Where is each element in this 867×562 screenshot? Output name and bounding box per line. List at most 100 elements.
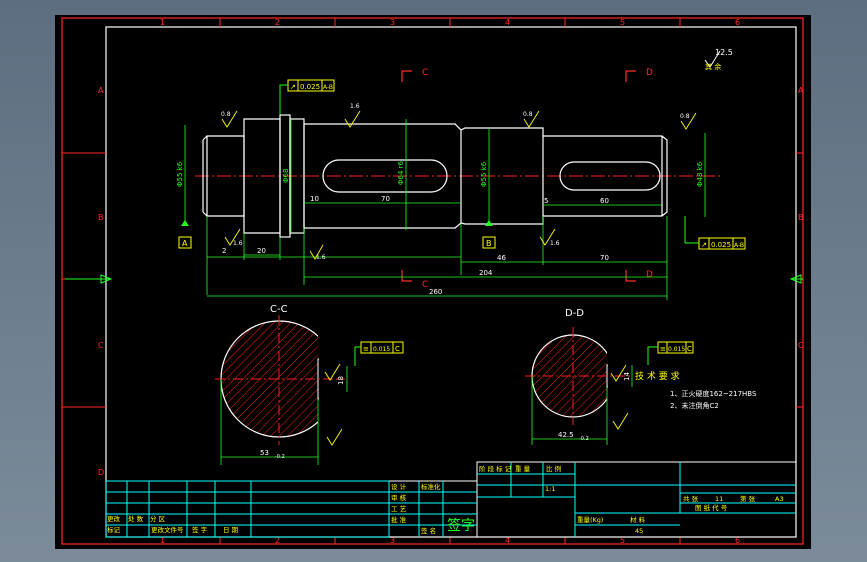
dim-key2-offset: 5 <box>544 197 548 205</box>
cut-c-bottom: C <box>422 280 428 290</box>
rough-7: 1.6 <box>550 240 560 247</box>
tb-left-2: 处 数 <box>128 514 144 523</box>
row-label-b: B <box>98 213 104 222</box>
rough-2: 1.6 <box>350 103 360 110</box>
dim-key1-offset: 10 <box>310 195 319 203</box>
dim-key2-len: 60 <box>600 197 609 205</box>
tb-left-0: 更改 <box>107 514 121 523</box>
col-label-4: 4 <box>505 18 510 27</box>
section-cc-title: C-C <box>270 304 288 315</box>
tb-drawing-name: 图 纸 代 号 <box>695 503 728 512</box>
row-label-a2: A <box>798 86 804 95</box>
col-label-3: 3 <box>390 18 395 27</box>
tb-material-label: 材 料 <box>630 515 646 524</box>
tb-left-3: 分 区 <box>150 514 166 523</box>
tb-left-4: 更改文件号 <box>151 525 184 534</box>
cut-d-top: D <box>646 68 653 78</box>
rough-5: 1.6 <box>233 240 243 247</box>
col-label-5b: 5 <box>620 536 625 545</box>
sym-cc-value: 0.015 <box>373 346 390 353</box>
tb-process-0: 阶 段 标 记 <box>479 464 512 473</box>
dim-cc-depth: 53 <box>260 449 269 457</box>
tb-mid-1: 审 核 <box>391 493 407 502</box>
rough-3: 0.8 <box>523 111 533 118</box>
requirement-1: 1、正火硬度162~217HBS <box>670 389 757 398</box>
dim-dd-tol: -0.2 <box>579 436 589 442</box>
section-cc: 53 -0.2 18 ≡ 0.015 C <box>215 315 404 465</box>
dim-chamfer: 2 <box>222 247 226 255</box>
col-label-2: 2 <box>275 18 280 27</box>
sym-dd-datum: C <box>687 345 692 353</box>
rough-4: 0.8 <box>680 113 690 120</box>
dim-d-mid: Φ64 r6 <box>397 160 405 185</box>
tb-mid-3: 批 准 <box>391 515 407 524</box>
row-label-a: A <box>98 86 104 95</box>
row-label-d: D <box>98 468 104 477</box>
tb-mid-2: 工 艺 <box>391 505 407 513</box>
requirement-2: 2、未注倒角C2 <box>670 401 719 410</box>
runout-right-datum: A-B <box>734 242 744 249</box>
datum-b: B <box>486 239 492 248</box>
tb-process-2: 比 例 <box>546 464 561 473</box>
dim-dd-depth: 42.5 <box>558 431 574 439</box>
gdt-runout-top: ↗ 0.025 A-B <box>279 79 335 115</box>
dim-70: 70 <box>600 254 609 262</box>
technical-requirements: 技 术 要 求 1、正火硬度162~217HBS 2、未注倒角C2 <box>635 370 757 410</box>
gdt-runout-right: ↗ 0.025 A-B <box>684 216 746 250</box>
roughness-general-value: 12.5 <box>715 48 733 57</box>
col-label-4b: 4 <box>505 536 510 545</box>
tb-sheet-1: 11 <box>715 495 723 503</box>
tb-left-date: 日 期 <box>223 526 239 534</box>
drawing-canvas: 1 2 3 4 5 6 1 2 3 4 5 6 A B C D A B C 12… <box>61 17 804 545</box>
sym-cc-symbol: ≡ <box>363 345 369 353</box>
roughness-general-note: 其 余 <box>705 62 721 71</box>
section-dd-title: D-D <box>565 308 584 319</box>
datum-markers: A B <box>178 220 496 249</box>
drawing-sheet: 1 2 3 4 5 6 1 2 3 4 5 6 A B C D A B C 12… <box>55 15 811 549</box>
roughness-marks <box>221 110 697 260</box>
tb-weight-label: 重量(Kg) <box>577 516 603 524</box>
runout-right-symbol: ↗ <box>701 241 707 249</box>
dim-collar: 20 <box>257 247 266 255</box>
tb-sign-label: 签字 <box>447 517 475 534</box>
dim-key1-len: 70 <box>381 195 390 203</box>
col-label-6b: 6 <box>735 536 740 545</box>
general-roughness: 12.5 其 余 <box>704 48 733 71</box>
col-label-1b: 1 <box>160 536 165 545</box>
sym-cc-datum: C <box>395 345 400 353</box>
dim-dd-width: 14 <box>623 372 631 381</box>
tb-left-sig: 签 字 <box>192 525 208 534</box>
tb-sheet-0: 共 张 <box>683 494 699 503</box>
sym-dd-value: 0.015 <box>668 346 685 353</box>
runout-top-symbol: ↗ <box>290 83 296 91</box>
cut-c-top: C <box>422 68 428 78</box>
tb-ratio: 1:1 <box>545 485 555 493</box>
tb-left-1: 标记 <box>107 525 121 534</box>
runout-top-value: 0.025 <box>300 83 320 91</box>
dim-d-left: Φ55 k6 <box>176 161 184 187</box>
title-block <box>105 461 797 538</box>
row-label-c2: C <box>798 341 804 350</box>
col-label-2b: 2 <box>275 536 280 545</box>
tb-sheet-2: 第 张 <box>740 494 756 503</box>
tb-mid-name-0: 标准化 <box>421 482 441 491</box>
sym-dd-symbol: ≡ <box>660 345 666 353</box>
keyway-1 <box>322 159 448 193</box>
dim-cc-width: 18 <box>337 376 345 385</box>
dim-cc-tol: -0.2 <box>275 454 285 460</box>
dim-204: 204 <box>479 269 493 277</box>
requirements-title: 技 术 要 求 <box>635 370 680 382</box>
col-label-6: 6 <box>735 18 740 27</box>
runout-top-datum: A-B <box>323 84 333 91</box>
row-label-b2: B <box>798 213 804 222</box>
outer-frame <box>61 17 804 545</box>
cut-d-bottom: D <box>646 270 653 280</box>
tb-mid-name-2: 签 名 <box>421 526 436 535</box>
inner-frame <box>105 26 797 538</box>
tb-mid-0: 设 计 <box>391 482 407 491</box>
tb-material: 45 <box>635 527 643 535</box>
dim-260: 260 <box>429 288 442 296</box>
dim-d-shoulder: Φ68 <box>282 169 290 183</box>
rough-1: 0.8 <box>221 111 231 118</box>
